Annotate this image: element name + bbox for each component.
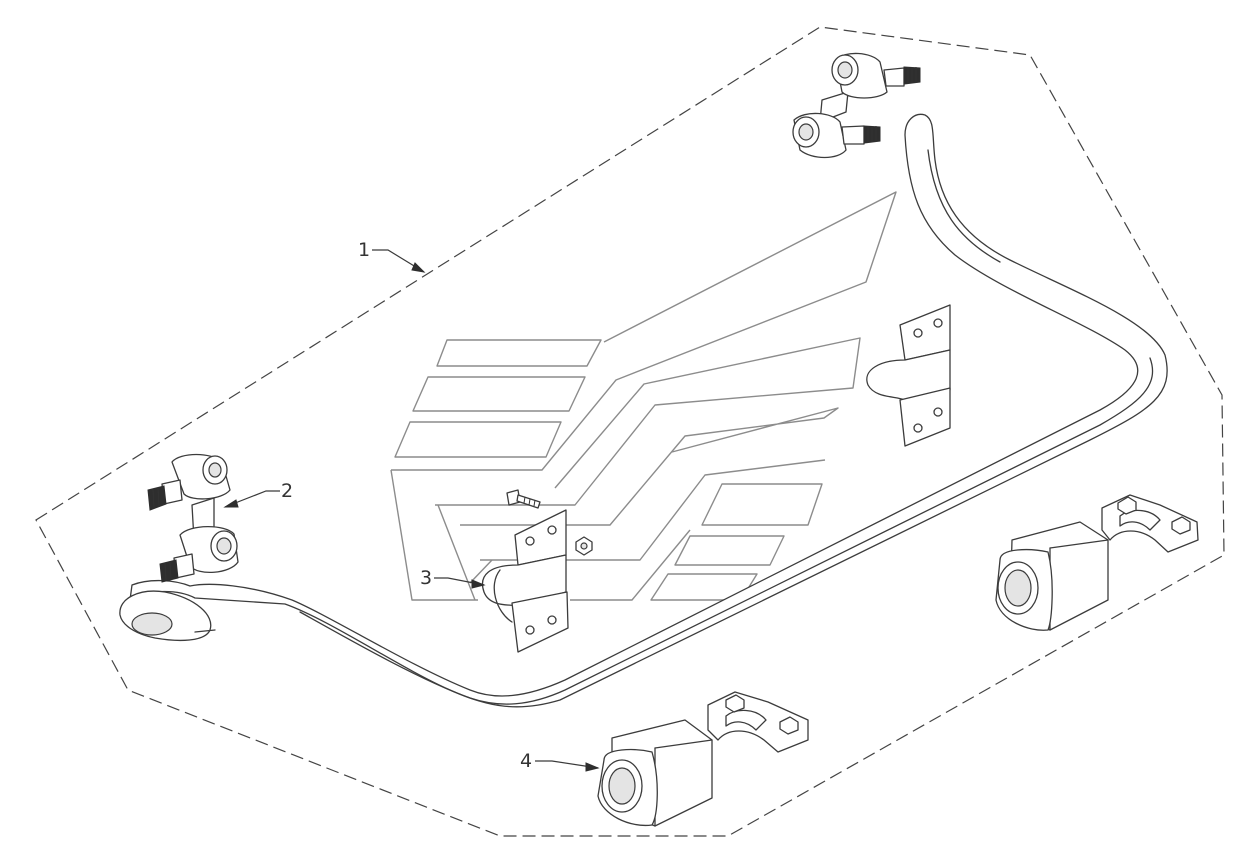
callout-4: 4 (520, 750, 600, 772)
ball-joint-link-left (147, 453, 239, 583)
bushing-assembly-4 (597, 691, 809, 827)
nut (575, 536, 593, 556)
ball-joint-link-upper (792, 52, 921, 159)
callout-2: 2 (223, 480, 293, 508)
mounting-bracket-3 (481, 489, 593, 653)
callout-2-label: 2 (281, 480, 293, 502)
bushing-assembly-right (995, 494, 1199, 631)
assembly-boundary (35, 26, 1225, 837)
bolt (506, 489, 541, 509)
callout-3-label: 3 (420, 567, 432, 589)
callout-3: 3 (420, 567, 486, 589)
callout-4-label: 4 (520, 750, 532, 772)
callout-1: 1 (358, 239, 426, 273)
callout-1-label: 1 (358, 239, 370, 261)
mounting-bracket-upper (866, 304, 951, 447)
watermark-logo (390, 191, 897, 601)
stabilizer-bar (119, 113, 1168, 708)
